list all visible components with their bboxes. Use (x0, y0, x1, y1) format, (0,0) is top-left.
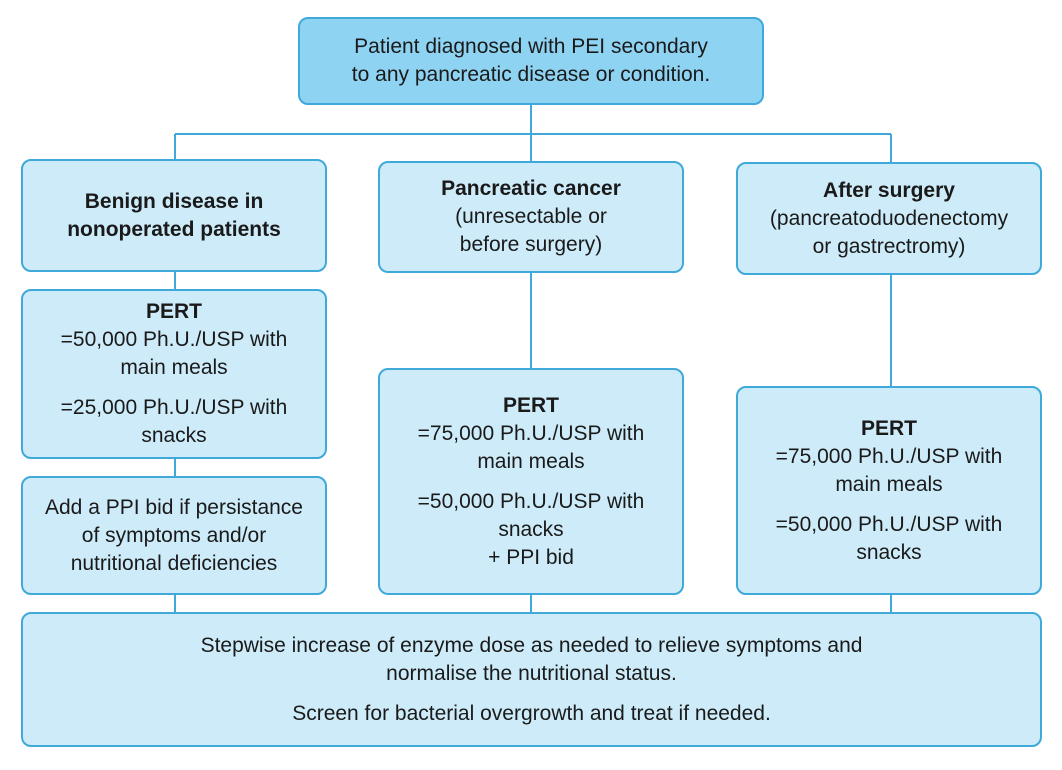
benign-pert-main-line-1: =50,000 Ph.U./USP with (60, 328, 288, 351)
cancer-pert-snack-line-2: snacks (498, 517, 564, 541)
cancer-pert-main-line-1: =75,000 Ph.U./USP with (417, 421, 645, 445)
ppi-line-3: nutritional deficiencies (70, 551, 278, 575)
surgery-subtitle-line-2: or gastrectromy) (812, 234, 966, 258)
cancer-subtitle-line-1: (unresectable or (455, 205, 607, 228)
benign-pert-title: PERT (145, 300, 202, 323)
benign-pert-main-line-2: main meals (120, 356, 228, 379)
pancreatic-cancer-box: Pancreatic cancer (unresectable or befor… (378, 161, 684, 273)
diagnosis-line-1: Patient diagnosed with PEI secondary (354, 35, 708, 58)
stepwise-line-1: Stepwise increase of enzyme dose as need… (200, 633, 863, 657)
cancer-title: Pancreatic cancer (441, 177, 621, 200)
diagnosis-box: Patient diagnosed with PEI secondary to … (298, 17, 764, 105)
cancer-subtitle-line-2: before surgery) (459, 233, 603, 256)
benign-pert-snack-line-2: snacks (141, 424, 207, 447)
cancer-pert-box: PERT =75,000 Ph.U./USP with main meals =… (378, 368, 684, 595)
surgery-pert-main-line-1: =75,000 Ph.U./USP with (775, 444, 1003, 468)
benign-disease-box: Benign disease in nonoperated patients (21, 159, 327, 272)
cancer-pert-main-line-2: main meals (477, 449, 585, 473)
surgery-pert-snack-line-1: =50,000 Ph.U./USP with (775, 512, 1003, 536)
after-surgery-box: After surgery (pancreatoduodenectomy or … (736, 162, 1042, 275)
cancer-pert-snack-line-1: =50,000 Ph.U./USP with (417, 489, 645, 513)
surgery-title: After surgery (823, 178, 955, 202)
stepwise-line-2: normalise the nutritional status. (386, 661, 677, 685)
surgery-pert-snack-line-2: snacks (856, 540, 922, 564)
benign-pert-snack-line-1: =25,000 Ph.U./USP with (60, 396, 288, 419)
stepwise-increase-box: Stepwise increase of enzyme dose as need… (21, 612, 1042, 747)
cancer-pert-title: PERT (502, 393, 559, 417)
surgery-pert-box: PERT =75,000 Ph.U./USP with main meals =… (736, 386, 1042, 595)
benign-title-line-2: nonoperated patients (67, 217, 281, 241)
cancer-pert-ppi-line: + PPI bid (488, 545, 574, 569)
benign-ppi-box: Add a PPI bid if persistance of symptoms… (21, 476, 327, 595)
benign-pert-box: PERT =50,000 Ph.U./USP with main meals =… (21, 289, 327, 459)
ppi-line-2: of symptoms and/or (81, 523, 267, 547)
surgery-pert-title: PERT (860, 416, 917, 440)
screening-line: Screen for bacterial overgrowth and trea… (292, 701, 771, 725)
ppi-line-1: Add a PPI bid if persistance (45, 495, 303, 519)
surgery-subtitle-line-1: (pancreatoduodenectomy (769, 206, 1009, 230)
diagnosis-line-2: to any pancreatic disease or condition. (351, 63, 711, 86)
benign-title-line-1: Benign disease in (84, 189, 264, 213)
surgery-pert-main-line-2: main meals (835, 472, 943, 496)
